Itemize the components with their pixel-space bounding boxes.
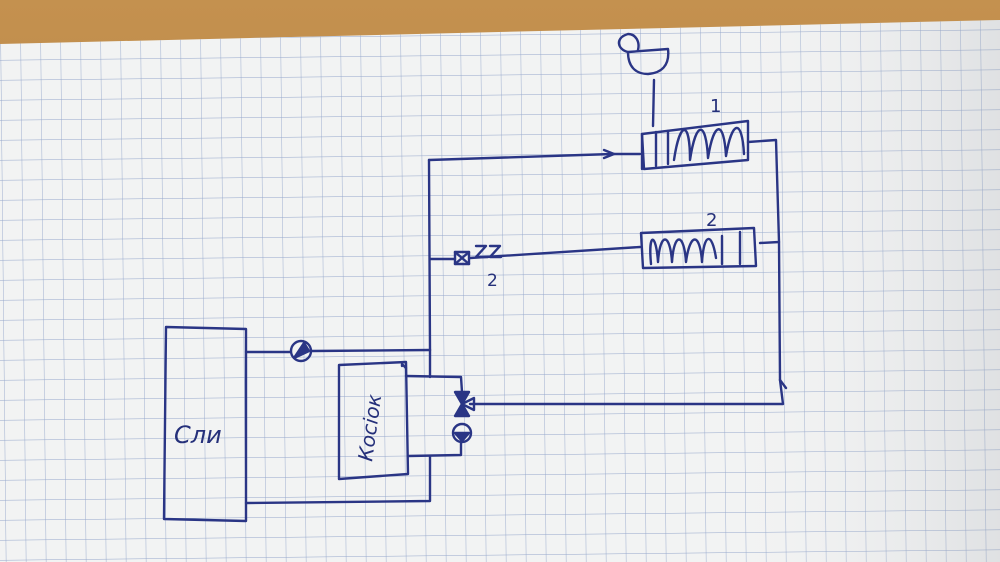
radiator-2 bbox=[639, 226, 758, 270]
valve-2-label: 2 bbox=[487, 271, 498, 291]
main-riser-pipe bbox=[427, 158, 432, 352]
three-way-valve-icon bbox=[453, 390, 476, 418]
radiator-2-label: 2 bbox=[706, 210, 717, 231]
pump-icon bbox=[289, 339, 313, 363]
return-pipe-radiator-1 bbox=[746, 138, 781, 245]
supply-pipe-radiator-1 bbox=[427, 152, 614, 162]
return-pipe-main bbox=[468, 240, 785, 406]
radiator-1-label: 1 bbox=[710, 96, 721, 117]
pipe-boiler-top bbox=[400, 362, 408, 370]
tank-label: Сли bbox=[174, 421, 222, 449]
valve-zigzag-mark bbox=[474, 244, 503, 259]
pipe-tank-to-riser bbox=[244, 348, 432, 354]
pipe-boiler-supply bbox=[404, 374, 464, 394]
schematic-drawing bbox=[162, 32, 788, 523]
storage-tank bbox=[162, 325, 248, 523]
pipe-tank-bottom bbox=[244, 454, 432, 505]
boiler bbox=[337, 360, 410, 481]
pump-icon bbox=[451, 422, 473, 444]
shutoff-valve-icon bbox=[453, 250, 471, 266]
pipe-boiler-return bbox=[406, 440, 463, 458]
radiator-1 bbox=[640, 119, 750, 171]
paper-shading bbox=[0, 20, 1000, 562]
expansion-vessel-icon bbox=[617, 32, 670, 128]
